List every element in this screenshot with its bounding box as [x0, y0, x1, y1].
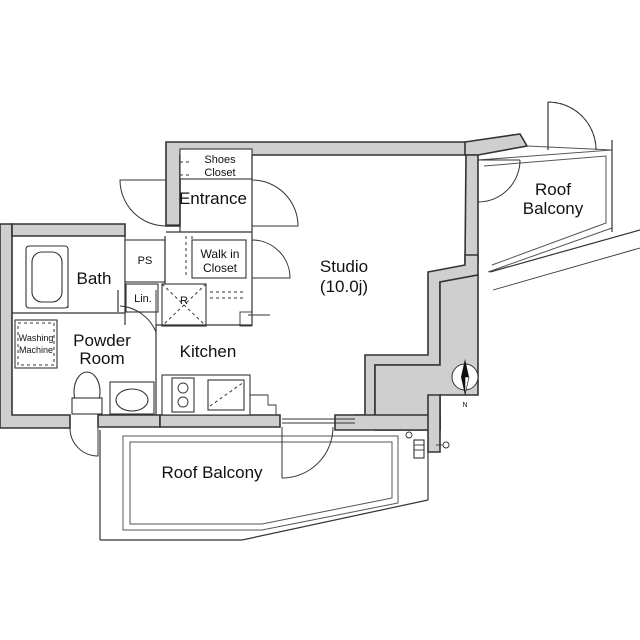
meters — [405, 431, 450, 459]
entrance-label: Entrance — [179, 189, 247, 208]
roof-balcony-bottom-outline — [99, 418, 429, 541]
meter-wall — [427, 394, 441, 453]
walk-in-closet-door — [251, 239, 291, 279]
roof-balcony-door-bottom — [281, 426, 334, 479]
powder-room-door — [119, 290, 157, 333]
bottom-mid-wall — [159, 414, 281, 428]
shoes-closet-box — [179, 148, 253, 180]
roof-balcony-right-label-2: Balcony — [523, 199, 584, 218]
bath-label: Bath — [77, 269, 112, 288]
refrigerator-label: R — [180, 295, 188, 307]
shoes-closet-label-2: Closet — [204, 167, 235, 179]
roof-balcony-right-outline — [477, 101, 640, 291]
entrance-inner-door — [251, 179, 299, 227]
powder-room-label-2: Room — [79, 349, 124, 368]
linen-box — [125, 283, 159, 313]
walls — [0, 133, 529, 453]
washing-machine-dashed — [17, 322, 55, 366]
compass-north-label: N — [462, 402, 467, 409]
room-labels: Shoes Closet Entrance PS Walk in Closet … — [19, 154, 584, 482]
studio-right-wall — [464, 154, 479, 263]
partitions — [12, 148, 299, 457]
washing-machine-label-2: Machine — [19, 345, 53, 355]
bathtub-inner — [31, 251, 63, 303]
washing-machine-label-1: Washing — [19, 333, 54, 343]
pillar-box — [239, 311, 253, 327]
walk-in-closet-label-2: Closet — [203, 261, 238, 275]
kitchen-label: Kitchen — [180, 342, 237, 361]
toilet-tank — [71, 397, 103, 415]
powder-room-label-1: Powder — [73, 331, 131, 350]
washing-machine-box — [14, 319, 58, 369]
bottom-left-wall — [97, 414, 161, 428]
walk-in-closet-box — [191, 239, 247, 279]
right-top-wall — [464, 133, 529, 156]
entrance-door — [119, 179, 167, 227]
linen-label: Lin. — [134, 293, 152, 305]
studio-area-label: (10.0j) — [320, 277, 368, 296]
walk-in-closet-label-1: Walk in — [201, 247, 240, 261]
faucet-icon — [405, 431, 413, 439]
bottom-right-wall — [334, 414, 441, 431]
toilet-door — [69, 427, 99, 457]
compass-icon: N — [451, 359, 479, 409]
ps-label: PS — [138, 255, 153, 267]
left-top-wall — [11, 223, 126, 237]
outlet-icon — [442, 441, 450, 449]
shoes-closet-label-1: Shoes — [204, 154, 236, 166]
stove — [171, 377, 195, 413]
roof-balcony-right-label-1: Roof — [535, 180, 571, 199]
basin — [115, 388, 149, 412]
roof-balcony-door-right — [547, 101, 597, 151]
roof-balcony-bottom-label: Roof Balcony — [161, 463, 263, 482]
ps-box — [124, 239, 166, 283]
studio-label: Studio — [320, 257, 368, 276]
